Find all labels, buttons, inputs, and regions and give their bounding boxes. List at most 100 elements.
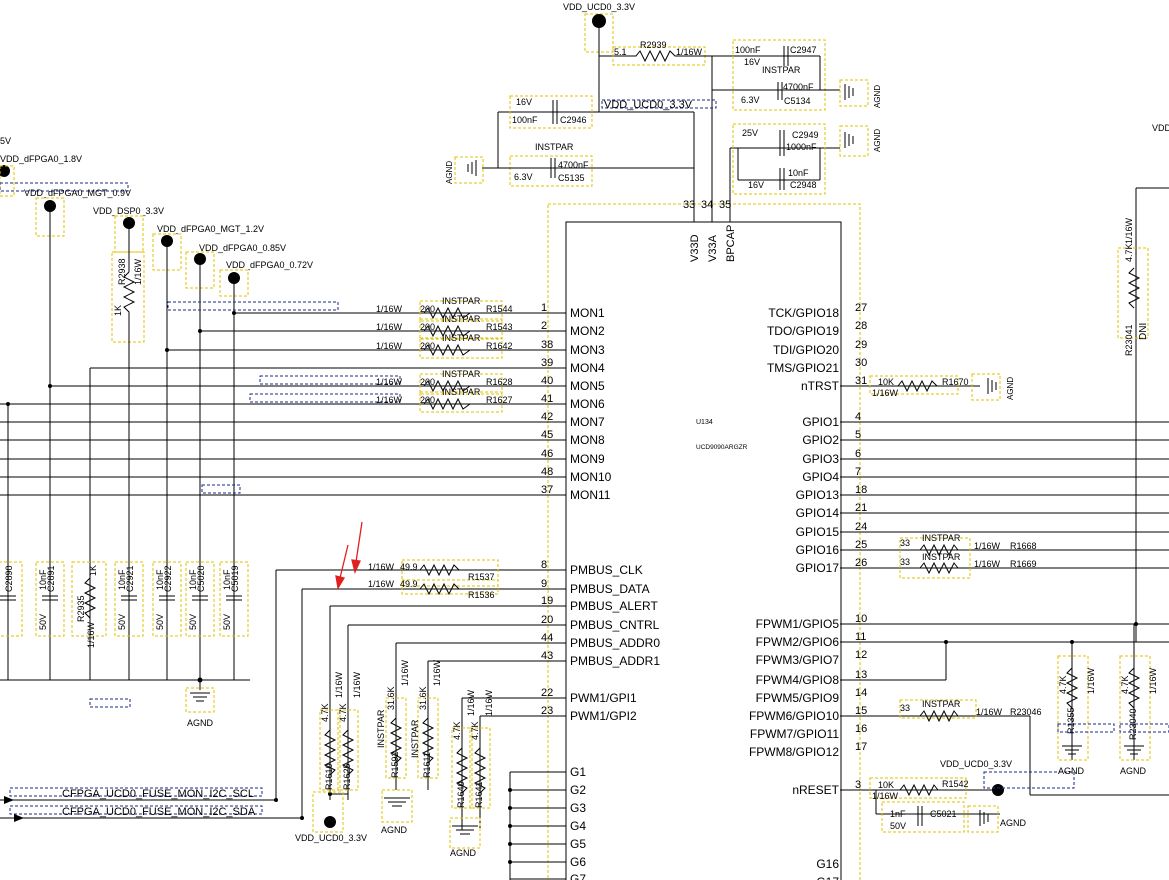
left-pin-num: 38: [541, 339, 553, 351]
power-net-label-0v85: VDD_dFPGA0_0.85V: [199, 243, 286, 253]
left-pin-num: 37: [541, 484, 553, 496]
mon-wiring: [0, 206, 566, 708]
left-cap-value: 10nF: [117, 569, 127, 590]
r1668-power: 1/16W: [974, 541, 1001, 551]
edge-fragment-right: VDD: [1152, 123, 1169, 133]
pullup-ref: R1610: [324, 763, 334, 790]
power-net-label-mgt-0v9: VDD_dFPGA0_MGT_0.9V: [24, 188, 131, 198]
agnd-left-bottom: AGND: [185, 680, 215, 728]
left-pin-name: PWM1/GPI2: [570, 709, 637, 723]
right-pin-name: G17: [816, 875, 839, 880]
r23046-ref: R23046: [1010, 707, 1042, 717]
c5134-value: 4700nF: [783, 82, 814, 92]
power-net-label-0v72: VDD_dFPGA0_0.72V: [226, 260, 313, 270]
pullup-value: 4.7K: [452, 721, 462, 740]
pullup-ref: R1611: [422, 752, 432, 778]
mon-res-ref: R1543: [486, 322, 513, 332]
r2935-value: 1K: [88, 565, 98, 576]
left-cap-ref: C2891: [46, 565, 56, 592]
chip-top-pins: 33 34 35 V33D V33A BPCAP: [683, 56, 737, 262]
left-pin-name: G2: [570, 783, 586, 797]
power-net-label-right: VDD_UCD0_3.3V: [940, 759, 1012, 769]
c5135-value: 4700nF: [558, 160, 589, 170]
left-pin-name: PMBUS_CNTRL: [570, 618, 660, 632]
pullup-ref: R1640: [456, 781, 466, 808]
r23041-dni: DNI: [1138, 323, 1149, 340]
right-pin-num: 21: [855, 502, 867, 514]
r23041-power: 1/16W: [1124, 217, 1134, 244]
left-cap-value: 10nF: [222, 569, 232, 590]
left-pin-name: MON1: [570, 306, 605, 320]
mon-res-value: 200: [420, 304, 435, 314]
left-pin-num: 22: [541, 687, 553, 699]
mon-res-power: 1/16W: [376, 304, 403, 314]
left-pin-name: MON7: [570, 415, 605, 429]
left-pin-num: 20: [541, 614, 553, 626]
pullup-power: 1/16W: [334, 671, 344, 698]
top-pin-name-v33a: V33A: [707, 234, 719, 262]
pullup-value: 31.6K: [386, 686, 396, 710]
right-pin-name: FPWM8/GPIO12: [749, 745, 839, 759]
left-cap-value: 10nF: [38, 569, 48, 590]
left-pin-name: PMBUS_DATA: [570, 582, 650, 596]
right-pin-name: GPIO15: [796, 525, 840, 539]
i2c-signals: CFPGA_UCD0_FUSE_MON_I2C_SCL CFPGA_UCD0_F…: [0, 787, 263, 822]
c2949-value: 1000nF: [786, 142, 817, 152]
left-pin-name: MON2: [570, 324, 605, 338]
r1669-value: 33: [900, 557, 910, 567]
right-pin-num: 4: [855, 411, 861, 423]
right-pin-name: GPIO13: [796, 488, 840, 502]
mon-res-ref: R1627: [486, 395, 513, 405]
right-pin-name: FPWM1/GPIO5: [756, 617, 840, 631]
left-cap-ref: C5019: [230, 565, 240, 592]
agnd-c5021: AGND: [1000, 818, 1027, 828]
c5134-ref: C5134: [784, 96, 811, 106]
c2949-voltage: 25V: [742, 128, 758, 138]
power-net-label-mgt-1v2: VDD_dFPGA0_MGT_1.2V: [157, 224, 264, 234]
right-pin-name: FPWM7/GPIO11: [750, 727, 839, 741]
left-pin-num: 2: [541, 320, 547, 332]
mon-res-ref: R1544: [486, 304, 513, 314]
left-pin-num: 19: [541, 595, 553, 607]
r2938-value: 1K: [113, 305, 123, 316]
r2939-power: 1/16W: [676, 47, 703, 57]
left-pin-name: G5: [570, 837, 586, 851]
right-pin-num: 25: [855, 539, 867, 551]
pullup-power: 1/16W: [484, 689, 494, 716]
mon-res-value: 200: [420, 341, 435, 351]
pullup-ref: R1641: [474, 781, 484, 808]
right-pin-num: 6: [855, 448, 861, 460]
c2948-value: 10nF: [788, 168, 809, 178]
power-net-label-top: VDD_UCD0_3.3V: [563, 2, 635, 12]
instpar-r1611: INSTPAR: [410, 719, 420, 758]
left-cap-voltage: 50V: [38, 614, 48, 630]
right-pin-name: GPIO1: [802, 415, 839, 429]
right-pin-num: 26: [855, 557, 867, 569]
r23041-ref: R23041: [1124, 324, 1134, 356]
right-pin-num: 28: [855, 320, 867, 332]
top-pin-num-34: 34: [701, 199, 713, 211]
left-pin-num: 39: [541, 357, 553, 369]
right-side-wiring: VDD 10K R1670 1/16W AGND: [840, 123, 1169, 833]
right-pin-num: 15: [855, 705, 867, 717]
left-pin-name: G7: [570, 872, 586, 880]
left-cap-ref: C2921: [125, 565, 135, 592]
left-pin-name: G3: [570, 801, 586, 815]
right-pin-num: 18: [855, 484, 867, 496]
r1670-ref: R1670: [942, 377, 969, 387]
r2935-power: 1/16W: [86, 621, 96, 648]
r1670-value: 10K: [878, 377, 894, 387]
instpar-top-right: INSTPAR: [762, 65, 801, 75]
mon-res-value: 200: [420, 377, 435, 387]
pullup-value: 4.7K: [320, 703, 330, 722]
mon-res-value: 200: [420, 395, 435, 405]
left-pin-name: G6: [570, 855, 586, 869]
vdd-ucd0-supply-top: VDD_UCD0_3.3V 5.1 R2939 1/16W 100nF C294…: [445, 2, 882, 195]
mon-res-power: 1/16W: [376, 322, 403, 332]
right-pin-num: 27: [855, 302, 867, 314]
right-pin-name: FPWM6/GPIO10: [749, 709, 839, 723]
left-supply-nets: 5V VDD_dFPGA0_1.8V VDD_dFPGA0_MGT_0.9V V…: [0, 136, 313, 350]
